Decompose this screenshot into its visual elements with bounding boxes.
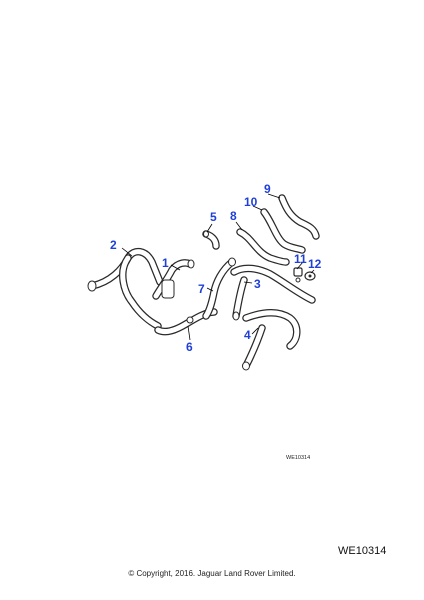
callout-4: 4 xyxy=(244,328,251,342)
callout-11: 11 xyxy=(294,252,307,266)
hose-8 xyxy=(236,228,290,266)
hose-7 xyxy=(202,257,236,320)
callout-1: 1 xyxy=(162,256,169,270)
hose-3 xyxy=(230,264,316,321)
diagram-ref-number: WE10314 xyxy=(338,545,387,557)
hose-5 xyxy=(202,230,220,250)
copyright-notice: © Copyright, 2016. Jaguar Land Rover Lim… xyxy=(128,569,296,578)
hose-10 xyxy=(260,208,306,254)
diagram-ref-small: WE10314 xyxy=(286,455,310,461)
hose-1 xyxy=(152,259,195,300)
callout-2: 2 xyxy=(110,238,117,252)
clip-12 xyxy=(304,271,316,281)
callout-6: 6 xyxy=(186,340,193,354)
callout-5: 5 xyxy=(210,210,217,224)
hose-9 xyxy=(278,194,320,240)
callout-12: 12 xyxy=(308,257,322,271)
clip-11 xyxy=(293,267,303,283)
callout-8: 8 xyxy=(230,209,237,223)
callout-7: 7 xyxy=(198,282,205,296)
leader-lines xyxy=(121,193,315,341)
callout-10: 10 xyxy=(244,195,258,209)
callout-3: 3 xyxy=(254,277,261,291)
callout-9: 9 xyxy=(264,182,271,196)
hose-4 xyxy=(242,309,301,371)
hose-2 xyxy=(87,247,164,330)
